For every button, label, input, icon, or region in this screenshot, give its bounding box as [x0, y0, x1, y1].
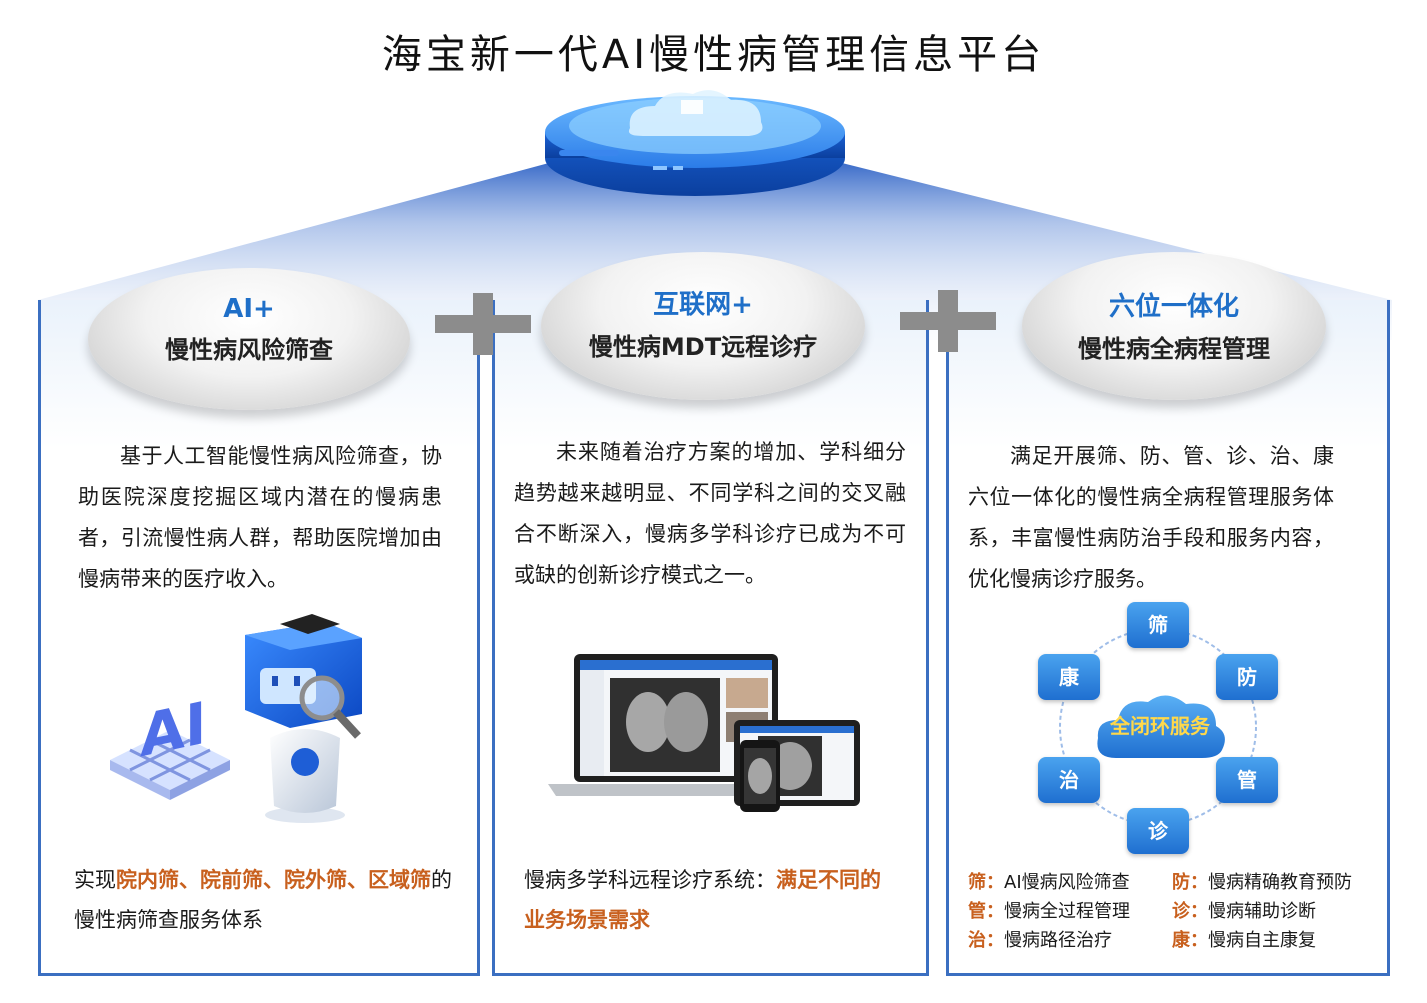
plus-icon — [435, 293, 531, 355]
legend-item: 治：慢病路径治疗 — [968, 926, 1130, 955]
cycle-node-recover: 康 — [1038, 654, 1100, 700]
ai-logo-text: AI — [140, 689, 206, 770]
legend-text: 慢病全过程管理 — [1004, 901, 1130, 922]
cycle-node-screen: 筛 — [1127, 602, 1189, 648]
header-ellipse-six: 六位一体化 慢性病全病程管理 — [1022, 252, 1326, 400]
panel-description: 未来随着治疗方案的增加、学科细分趋势越来越明显、不同学科之间的交叉融合不断深入，… — [514, 440, 906, 587]
summary-suffix: 的慢性病筛查服务体系 — [74, 868, 452, 932]
panel-subheading: 慢性病风险筛查 — [165, 336, 333, 364]
legend-key: 诊： — [1172, 901, 1208, 922]
legend-left: 筛：AI慢病风险筛查 管：慢病全过程管理 治：慢病路径治疗 — [968, 868, 1130, 955]
panel-heading: 六位一体化 — [1108, 292, 1239, 322]
header-ellipse-internet: 互联网+ 慢性病MDT远程诊疗 — [541, 252, 865, 400]
summary-prefix: 实现 — [74, 868, 116, 892]
laptop-tablet-phone-illustration — [548, 654, 860, 812]
summary-highlight: 满足不同的业务场景需求 — [524, 868, 881, 932]
summary-prefix: 慢病多学科远程诊疗系统： — [524, 868, 776, 892]
cloud-icon — [1097, 695, 1225, 758]
legend-text: 慢病自主康复 — [1208, 930, 1316, 951]
legend-key: 治： — [968, 930, 1004, 951]
legend-text: 慢病辅助诊断 — [1208, 901, 1316, 922]
ai-robot-illustration: AI — [110, 614, 362, 823]
legend-item: 筛：AI慢病风险筛查 — [968, 868, 1130, 897]
panel-ai-screening — [38, 300, 480, 976]
legend-right: 防：慢病精确教育预防 诊：慢病辅助诊断 康：慢病自主康复 — [1172, 868, 1352, 955]
panel-description: 满足开展筛、防、管、诊、治、康六位一体化的慢性病全病程管理服务体系，丰富慢性病防… — [968, 444, 1334, 591]
legend-item: 诊：慢病辅助诊断 — [1172, 897, 1352, 926]
legend-item: 管：慢病全过程管理 — [968, 897, 1130, 926]
cycle-center-label: 全闭环服务 — [1110, 714, 1210, 738]
cycle-node-treat: 治 — [1038, 757, 1100, 803]
legend-key: 管： — [968, 901, 1004, 922]
panel-internet-mdt — [492, 300, 929, 976]
cycle-node-manage: 管 — [1216, 757, 1278, 803]
panel-heading: 互联网+ — [653, 290, 753, 320]
panel-summary: 慢病多学科远程诊疗系统：满足不同的业务场景需求 — [524, 860, 894, 940]
panel-subheading: 慢性病全病程管理 — [1078, 335, 1270, 363]
cycle-node-prevent: 防 — [1216, 654, 1278, 700]
plus-icon — [900, 290, 996, 352]
legend-item: 康：慢病自主康复 — [1172, 926, 1352, 955]
panel-description: 基于人工智能慢性病风险筛查，协助医院深度挖掘区域内潜在的慢病患者，引流慢性病人群… — [78, 444, 442, 591]
cycle-node-diagnose: 诊 — [1127, 808, 1189, 854]
legend-text: AI慢病风险筛查 — [1004, 872, 1130, 893]
legend-key: 防： — [1172, 872, 1208, 893]
header-ellipse-ai: AI+ 慢性病风险筛查 — [88, 268, 410, 410]
panel-heading: AI+ — [223, 294, 275, 324]
legend-key: 康： — [1172, 930, 1208, 951]
cloud-platform-icon — [545, 90, 845, 196]
legend-text: 慢病路径治疗 — [1004, 930, 1112, 951]
panel-summary: 实现院内筛、院前筛、院外筛、区域筛的慢性病筛查服务体系 — [74, 860, 454, 940]
panel-subheading: 慢性病MDT远程诊疗 — [588, 333, 818, 361]
legend-text: 慢病精确教育预防 — [1208, 872, 1352, 893]
legend-item: 防：慢病精确教育预防 — [1172, 868, 1352, 897]
page-title: 海宝新一代AI慢性病管理信息平台 — [381, 32, 1046, 78]
legend-key: 筛： — [968, 872, 1004, 893]
cycle-ring — [1059, 628, 1257, 826]
summary-highlight: 院内筛、院前筛、院外筛、区域筛 — [116, 868, 431, 892]
